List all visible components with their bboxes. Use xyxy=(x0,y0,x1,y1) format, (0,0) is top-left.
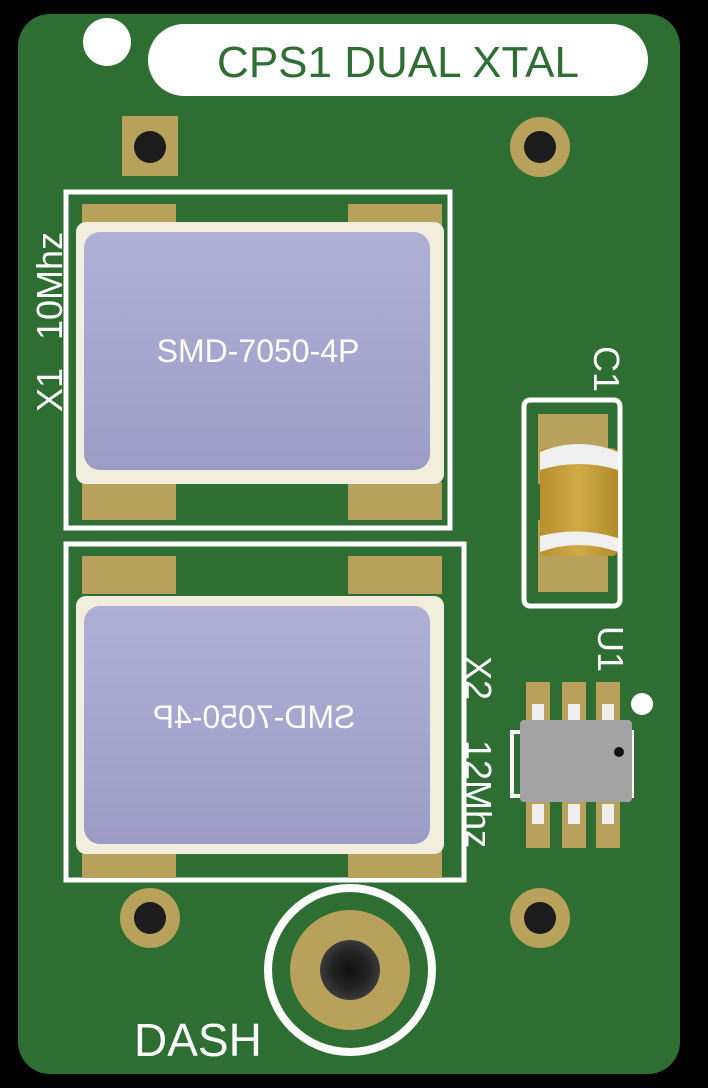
dash-label: DASH xyxy=(134,1014,262,1066)
crystal-x2-ref: X2 xyxy=(458,656,499,700)
mount-hole-top-left xyxy=(122,116,178,176)
ic-u1-ref: U1 xyxy=(590,626,631,672)
ic-pin1-dot xyxy=(631,693,653,715)
crystal-x2: SMD-7050-4P xyxy=(63,541,467,883)
mount-hole-bottom-left xyxy=(120,888,180,948)
mount-hole-top-right xyxy=(510,117,570,177)
capacitor-c1-ref: C1 xyxy=(586,346,627,392)
mount-hole-bottom-right xyxy=(510,888,570,948)
crystal-x1: SMD-7050-4P xyxy=(63,189,453,531)
capacitor-c1 xyxy=(521,397,623,609)
crystal-x2-value: 12Mhz xyxy=(458,740,499,848)
crystal-x1-ref: X1 xyxy=(29,368,70,412)
crystal-x2-package: SMD-7050-4P xyxy=(153,699,356,735)
title-label-plate xyxy=(148,24,648,96)
ic-u1 xyxy=(510,682,653,848)
pin1-marker-dot xyxy=(83,18,131,66)
crystal-x1-package: SMD-7050-4P xyxy=(157,333,360,369)
dash-hole xyxy=(264,884,436,1056)
crystal-x1-value: 10Mhz xyxy=(29,232,70,340)
board-title: CPS1 DUAL XTAL xyxy=(217,38,579,87)
